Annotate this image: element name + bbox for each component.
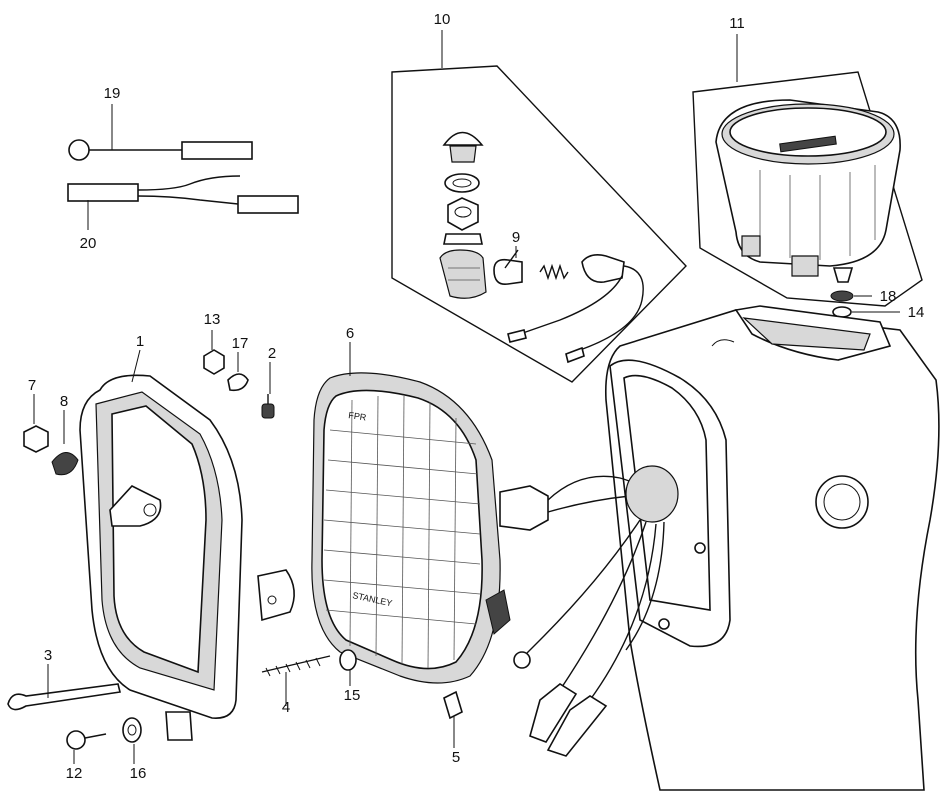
washer-15 [339,649,357,671]
adjusting-screw-4 [261,655,331,677]
callout-2: 2 [268,345,276,362]
callout-7: 7 [28,377,36,394]
nut-13 [203,349,225,375]
callout-20: 20 [80,235,97,252]
leader-lines [33,30,900,764]
lens-marking-top: FPR [348,410,368,422]
bulb-lead-19 [68,139,253,161]
callout-9: 9 [512,229,520,246]
screw-12 [66,730,107,750]
callout-11: 11 [729,15,745,32]
callout-6: 6 [346,325,354,342]
pilot-lamp-lens [442,131,484,193]
callout-3: 3 [44,647,52,664]
callout-1: 1 [136,333,144,350]
inset-panel-11 [692,71,923,307]
callout-labels: 10 11 19 20 9 1 13 17 2 6 7 8 18 14 3 4 … [28,11,925,782]
lens-grid [323,395,481,669]
clip-5 [443,690,463,720]
callout-16: 16 [130,765,147,782]
callout-13: 13 [204,311,221,328]
callout-14: 14 [908,304,925,321]
wire-harness-20 [67,175,299,214]
callout-12: 12 [66,765,83,782]
pilot-lamp-socket-rubber [439,249,487,299]
screw-2 [261,394,275,419]
pilot-lamp-holder [507,254,644,364]
headlight-case [604,305,940,791]
washer-16 [122,717,142,743]
callout-15: 15 [344,687,361,704]
nut-7 [23,425,49,453]
headlight-rim [79,374,295,741]
pilot-lamp-bulb [493,249,523,286]
callout-5: 5 [452,749,460,766]
sealed-beam-unit: FPR STANLEY [311,372,549,684]
grommet-18 [830,290,854,302]
callout-18: 18 [880,288,897,305]
callout-10: 10 [434,11,451,28]
speedometer [715,99,901,283]
inset-panel-10 [391,65,687,383]
callout-8: 8 [60,393,68,410]
clip-8 [51,452,79,476]
callout-17: 17 [232,335,249,352]
pilot-lamp-spring [539,263,569,281]
clip-17 [227,373,249,392]
screw-3 [7,683,121,711]
callout-19: 19 [104,85,121,102]
headlight-wiring [513,465,679,757]
callout-4: 4 [282,699,290,716]
pilot-lamp-nut [443,197,483,245]
